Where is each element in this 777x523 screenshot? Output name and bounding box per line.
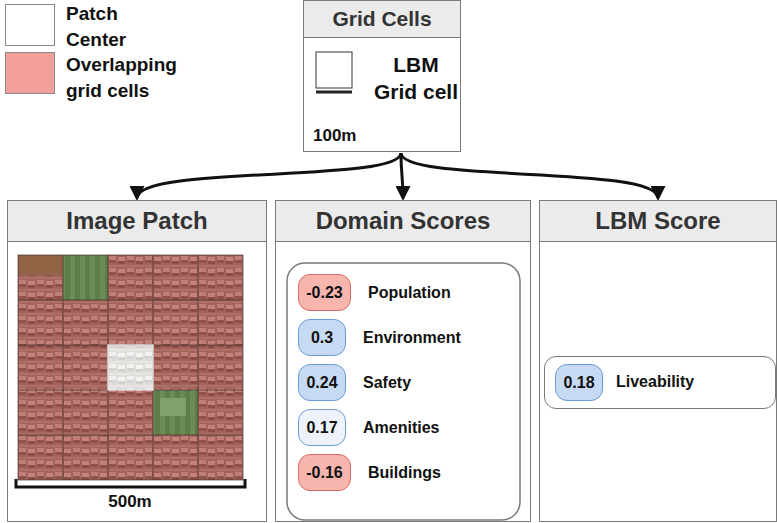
lbm-panel: LBM ScoreLiveability 0.18	[539, 200, 777, 522]
panel-heading: Domain Scores	[316, 207, 491, 235]
score-name: Amenities	[363, 419, 439, 437]
score-value: 0.18	[563, 374, 594, 392]
score-pill: 0.3Environment	[298, 319, 346, 356]
legend-swatch	[5, 4, 55, 46]
legend-text: Patch Center	[66, 1, 148, 52]
score-value: 0.17	[306, 419, 337, 437]
legend-text: Overlapping grid cells	[66, 52, 198, 103]
score-pill: 0.17Amenities	[298, 409, 346, 446]
flow-arrow	[401, 153, 658, 198]
score-pill: 0.24Safety	[298, 364, 346, 401]
score-name: Liveability	[616, 373, 694, 391]
score-name: Population	[368, 284, 451, 302]
scores-panel: Domain Scores-0.23Population0.3Environme…	[275, 200, 531, 522]
header-band: Domain Scores	[276, 201, 530, 242]
score-value: -0.23	[306, 284, 342, 302]
header-band: LBM Score	[540, 201, 776, 242]
score-pill: -0.23Population	[298, 274, 351, 311]
panel-heading: LBM Score	[595, 207, 720, 235]
panel-heading: Image Patch	[66, 207, 207, 235]
score-value: 0.24	[306, 374, 337, 392]
liveability-box: Liveability 0.18	[544, 356, 776, 409]
dimension-label: 500m	[100, 492, 160, 512]
grid-cell-symbol	[316, 52, 352, 92]
box-text: LBM Grid cell	[372, 51, 460, 106]
aerial-image	[18, 255, 243, 480]
score-value: 0.3	[311, 329, 333, 347]
header-band: Image Patch	[8, 201, 266, 242]
score-name: Safety	[363, 374, 411, 392]
legend-swatch	[5, 52, 55, 94]
score-pill: 0.18	[555, 364, 603, 401]
flow-arrow	[401, 153, 403, 198]
flow-arrow	[137, 153, 401, 198]
score-value: -0.16	[306, 464, 342, 482]
dimension-label: 100m	[313, 126, 373, 146]
dimension-bracket	[16, 479, 245, 487]
header-band: Grid Cells	[304, 1, 460, 38]
score-pill: -0.16Buildings	[298, 454, 351, 491]
score-name: Buildings	[368, 464, 441, 482]
image-panel: Image Patch	[7, 200, 267, 522]
score-name: Environment	[363, 329, 461, 347]
panel-heading: Grid Cells	[332, 7, 431, 31]
score-group	[287, 263, 520, 520]
